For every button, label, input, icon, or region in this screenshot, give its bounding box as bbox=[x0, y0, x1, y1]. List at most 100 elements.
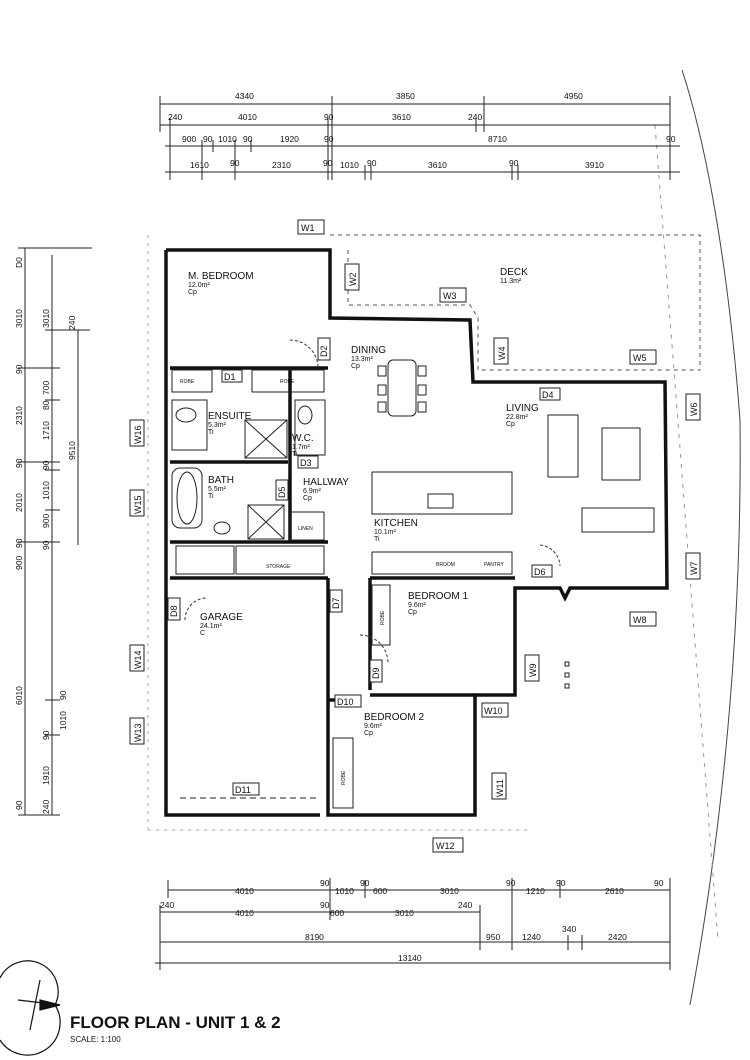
door-d3: D3 bbox=[300, 458, 312, 468]
room-bath-finish: Ti bbox=[208, 493, 214, 500]
dim-top-r4-5: 1010 bbox=[340, 160, 359, 170]
dim-top-3: 4950 bbox=[564, 91, 583, 101]
left-dimensions bbox=[18, 247, 92, 816]
fixture-robe-1: ROBE bbox=[180, 379, 195, 385]
room-dining-finish: Cp bbox=[351, 363, 360, 370]
dim-left-c2-7: 1010 bbox=[41, 481, 51, 500]
dim-bot-r2-5: 3010 bbox=[395, 908, 414, 918]
dim-bot-r1-1: 4010 bbox=[235, 886, 254, 896]
dim-bot-r2-6: 240 bbox=[458, 900, 472, 910]
room-wc-finish: Ti bbox=[292, 451, 298, 458]
room-bedroom1-area: 9.6m² bbox=[408, 602, 427, 609]
fixture-broom: BROOM bbox=[436, 562, 455, 568]
switch-markers bbox=[564, 661, 570, 689]
dim-left-c2-13: 1910 bbox=[41, 766, 51, 785]
dim-left-2: 3010 bbox=[14, 309, 24, 328]
scale-label: SCALE: 1:100 bbox=[70, 1035, 121, 1044]
door-d2: D2 bbox=[319, 345, 329, 357]
window-w5: W5 bbox=[633, 353, 647, 363]
room-garage-name: GARAGE bbox=[200, 612, 243, 623]
dim-bot-r3-3: 1240 bbox=[522, 932, 541, 942]
room-labels: M. BEDROOM 12.0m² Cp DECK 11.3m² DINING … bbox=[188, 267, 539, 737]
room-bedroom1-name: BEDROOM 1 bbox=[408, 591, 468, 602]
room-dining-name: DINING bbox=[351, 345, 386, 356]
dim-bot-r4-1: 13140 bbox=[398, 953, 422, 963]
dim-top-r3-6: 90 bbox=[324, 134, 334, 144]
window-w9: W9 bbox=[528, 664, 538, 678]
door-d4: D4 bbox=[542, 390, 554, 400]
dim-top-r3-2: 90 bbox=[203, 134, 213, 144]
fixture-pantry: PANTRY bbox=[484, 562, 504, 568]
dim-left-c2-11: 1010 bbox=[58, 711, 68, 730]
dim-top-r3-3: 1010 bbox=[218, 134, 237, 144]
fixtures bbox=[171, 359, 655, 809]
window-w14: W14 bbox=[133, 650, 143, 669]
dim-top-r2-3: 90 bbox=[324, 112, 334, 122]
dim-left-6: 2010 bbox=[14, 493, 24, 512]
dim-left-c2-5: 1710 bbox=[41, 421, 51, 440]
room-bath-area: 5.5m² bbox=[208, 486, 227, 493]
dim-left-4: 2310 bbox=[14, 406, 24, 425]
window-w4: W4 bbox=[497, 347, 507, 361]
room-m-bedroom-finish: Cp bbox=[188, 289, 197, 296]
dim-bot-r3-2: 950 bbox=[486, 932, 500, 942]
room-bedroom1-finish: Cp bbox=[408, 609, 417, 616]
fixture-labels: ROBE ROBE LINEN STORAGE ROBE ROBE BROOM … bbox=[180, 379, 504, 785]
dim-top-r4-8: 90 bbox=[509, 158, 519, 168]
page-title: FLOOR PLAN - UNIT 1 & 2 bbox=[70, 1013, 281, 1032]
bottom-dimension-labels: 4010 90 1010 90 600 3010 90 1210 90 2610… bbox=[160, 878, 664, 963]
room-kitchen-finish: Ti bbox=[374, 536, 380, 543]
dim-bot-r1-6: 3010 bbox=[440, 886, 459, 896]
dim-top-r4-4: 90 bbox=[323, 158, 333, 168]
dim-left-c2-6: 90 bbox=[41, 460, 51, 470]
window-w13: W13 bbox=[133, 723, 143, 742]
window-w3: W3 bbox=[443, 291, 457, 301]
door-d10: D10 bbox=[337, 697, 354, 707]
dim-top-r2-4: 3610 bbox=[392, 112, 411, 122]
dim-bot-r2-3: 90 bbox=[320, 900, 330, 910]
door-d5: D5 bbox=[277, 486, 287, 498]
window-w10: W10 bbox=[484, 706, 503, 716]
room-dining-area: 13.3m² bbox=[351, 356, 373, 363]
room-deck-name: DECK bbox=[500, 267, 528, 278]
window-w12: W12 bbox=[436, 841, 455, 851]
window-w7: W7 bbox=[689, 562, 699, 576]
room-living-area: 22.8m² bbox=[506, 414, 528, 421]
room-kitchen-name: KITCHEN bbox=[374, 518, 418, 529]
dim-left-c2-4: 80 bbox=[41, 400, 51, 410]
dim-bot-r2-1: 240 bbox=[160, 900, 174, 910]
window-w16: W16 bbox=[133, 425, 143, 444]
dim-top-1: 4340 bbox=[235, 91, 254, 101]
fixture-robe-2: ROBE bbox=[280, 379, 295, 385]
dim-top-r4-1: 1610 bbox=[190, 160, 209, 170]
dim-left-c2-14: 240 bbox=[41, 800, 51, 814]
dim-top-r3-4: 90 bbox=[243, 134, 253, 144]
dim-left-7: 90 bbox=[14, 538, 24, 548]
room-living-finish: Cp bbox=[506, 421, 515, 428]
room-wc-area: 1.7m² bbox=[292, 444, 311, 451]
room-ensuite-area: 5.3m² bbox=[208, 422, 227, 429]
dim-top-r3-7: 8710 bbox=[488, 134, 507, 144]
room-kitchen-area: 10.1m² bbox=[374, 529, 396, 536]
dim-top-r4-2: 90 bbox=[230, 158, 240, 168]
door-d8: D8 bbox=[169, 605, 179, 617]
room-m-bedroom-name: M. BEDROOM bbox=[188, 271, 254, 282]
dim-bot-r1-4: 90 bbox=[360, 878, 370, 888]
dim-left-9: 6010 bbox=[14, 686, 24, 705]
room-garage-area: 24.1m² bbox=[200, 623, 222, 630]
top-dimension-labels: 4340 3850 4950 240 4010 90 3610 240 900 … bbox=[168, 91, 676, 170]
room-hallway-area: 6.9m² bbox=[303, 488, 322, 495]
dim-left-c2-1: 3010 bbox=[41, 309, 51, 328]
dim-left-3: 90 bbox=[14, 364, 24, 374]
dim-left-1: D0 bbox=[14, 257, 24, 268]
dim-left-5: 90 bbox=[14, 458, 24, 468]
dim-left-c2-2: 240 bbox=[67, 316, 77, 330]
fixture-robe-3: ROBE bbox=[380, 610, 386, 625]
room-wc-name: W.C. bbox=[292, 433, 314, 444]
dim-left-c2-3: 700 bbox=[41, 381, 51, 395]
fixture-storage: STORAGE bbox=[266, 564, 291, 570]
door-d7: D7 bbox=[331, 597, 341, 609]
door-d11: D11 bbox=[235, 785, 251, 795]
room-hallway-finish: Cp bbox=[303, 495, 312, 502]
